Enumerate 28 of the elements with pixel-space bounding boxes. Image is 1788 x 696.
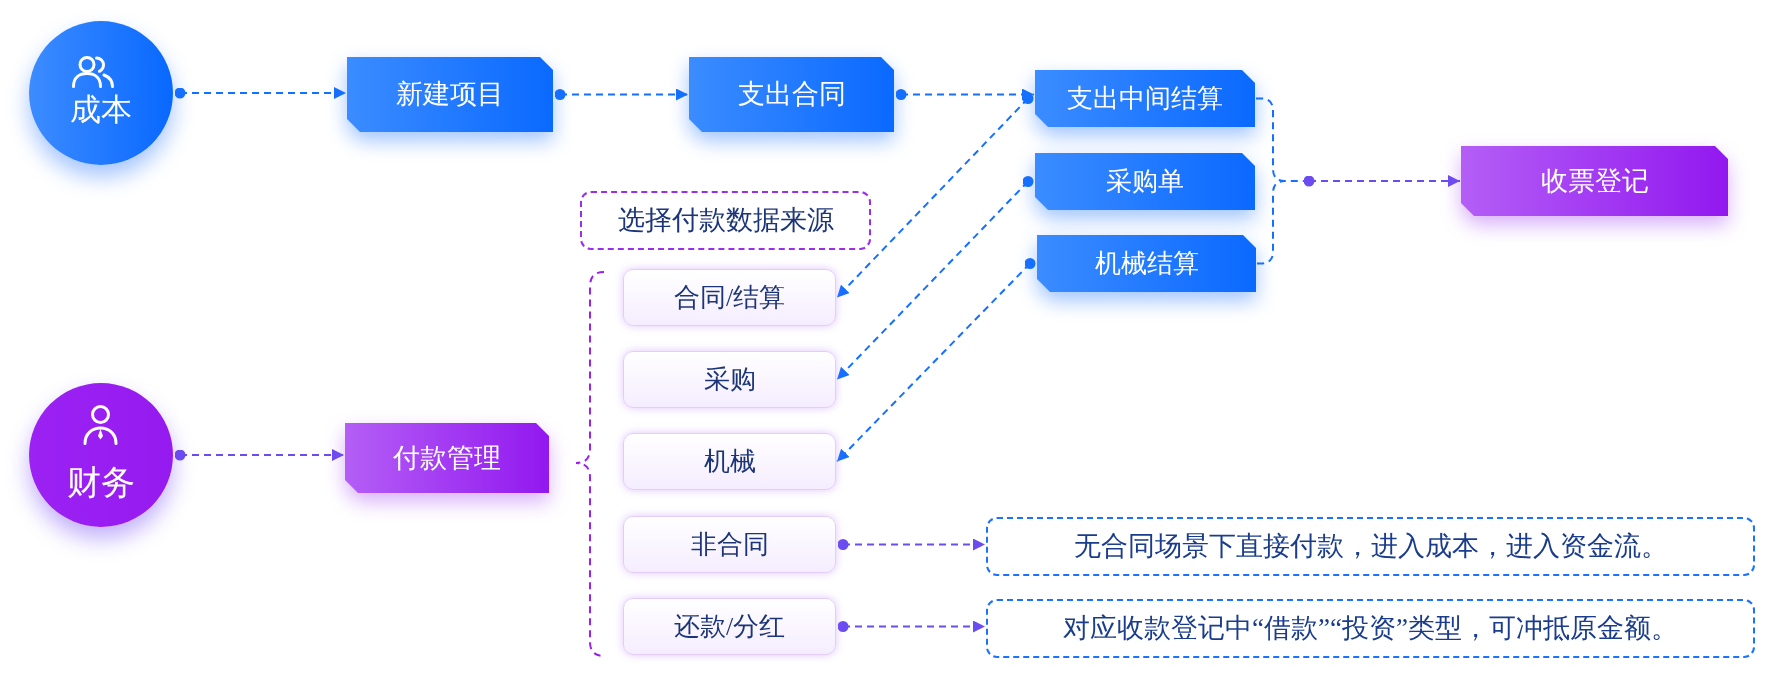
note-box: 对应收款登记中“借款”“投资”类型，可冲抵原金额。	[986, 599, 1755, 658]
role-circle	[29, 21, 173, 165]
dashed-arrow	[554, 88, 689, 101]
process-box: 支出中间结算	[1035, 70, 1255, 127]
dashed-arrow	[174, 449, 345, 461]
option-box: 机械	[623, 433, 836, 490]
dashed-arrow	[837, 538, 986, 551]
dashed-arrow	[836, 93, 1034, 299]
role-circle	[29, 383, 173, 527]
process-box: 采购单	[1035, 153, 1255, 210]
option-box: 还款/分红	[623, 598, 836, 655]
dashed-arrow	[174, 87, 347, 99]
process-box: 机械结算	[1037, 235, 1256, 292]
role-label: 成本	[70, 91, 132, 129]
option-box: 采购	[623, 351, 836, 408]
process-box: 付款管理	[345, 423, 549, 493]
option-box: 合同/结算	[623, 269, 836, 326]
role-label: 财务	[67, 463, 135, 503]
dashed-arrow	[837, 620, 986, 633]
dashed-arrow	[836, 176, 1034, 381]
note-box: 无合同场景下直接付款，进入成本，进入资金流。	[986, 517, 1755, 576]
process-box: 新建项目	[347, 57, 553, 132]
option-box: 非合同	[623, 516, 836, 573]
dashed-box: 选择付款数据来源	[580, 191, 871, 250]
process-box: 收票登记	[1461, 146, 1728, 216]
process-box: 支出合同	[689, 57, 894, 132]
dashed-arrow	[895, 88, 1035, 101]
dashed-arrow	[836, 258, 1036, 463]
